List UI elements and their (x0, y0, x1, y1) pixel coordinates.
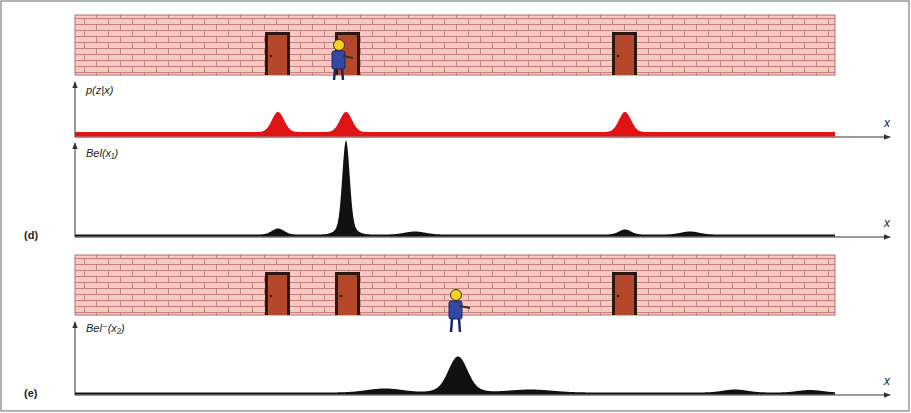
belief-curve (75, 356, 835, 394)
robot (332, 40, 353, 81)
x-axis (75, 137, 890, 138)
y-axis (75, 82, 76, 137)
axis-title: Bel(x₁) (86, 147, 118, 160)
x-axis (75, 237, 890, 238)
door (265, 272, 290, 315)
belief-curve (75, 141, 835, 237)
door (265, 32, 290, 75)
robot (449, 290, 470, 333)
measurement-curve (75, 112, 835, 137)
door (335, 272, 360, 315)
axis-title: Bel⁻(x₂) (86, 322, 125, 335)
door (612, 272, 637, 315)
y-axis (75, 322, 76, 395)
panel-label: (d) (24, 229, 38, 242)
y-axis (75, 143, 76, 237)
panel-label: (e) (24, 387, 37, 400)
axis-label: x (884, 217, 890, 230)
door (612, 32, 637, 75)
axis-label: x (884, 375, 890, 388)
brick-wall (75, 15, 835, 75)
axis-label: x (884, 117, 890, 130)
x-axis (75, 395, 890, 396)
curves (75, 112, 835, 395)
axis-title: p(z|x) (86, 84, 113, 97)
